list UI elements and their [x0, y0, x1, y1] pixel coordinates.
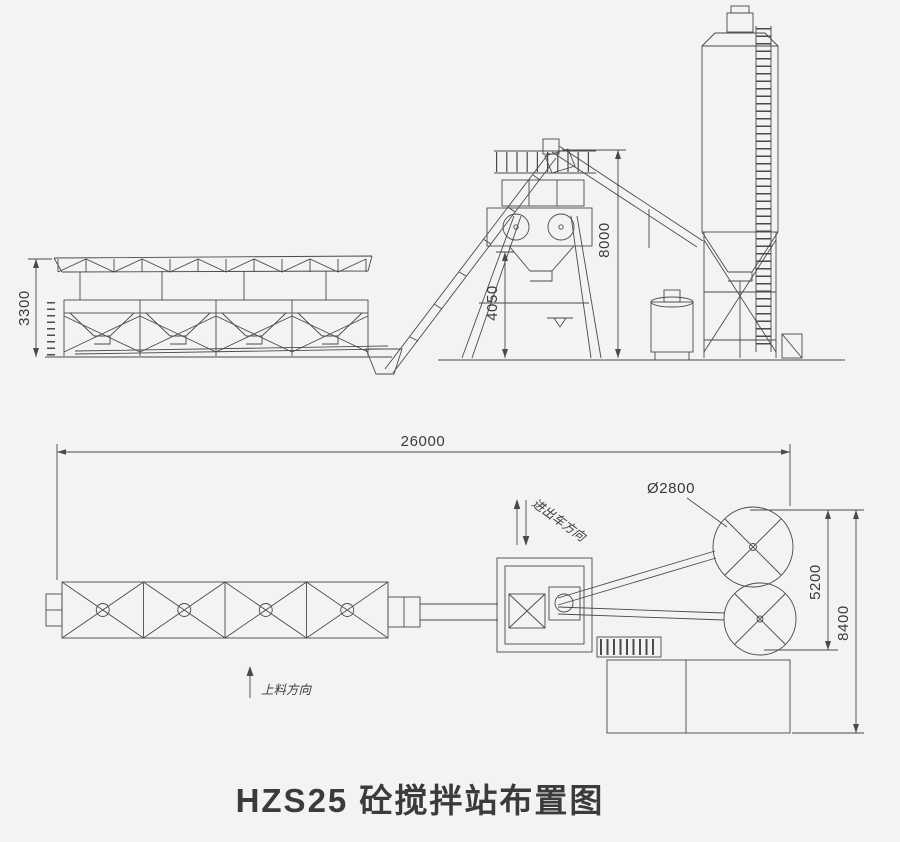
- dim-total-width: 8400: [792, 510, 864, 734]
- screw-conveyor: [542, 138, 704, 248]
- dim-4050-label: 4050: [484, 285, 501, 321]
- arrow-up-icon: [513, 499, 521, 509]
- drawing-title: HZS25 砼搅拌站布置图: [236, 782, 605, 819]
- dim-8400-label: 8400: [835, 605, 852, 641]
- elevation-view: 3300 4050: [16, 5, 845, 375]
- arrow-down-icon: [522, 536, 530, 546]
- dust-filter: [726, 12, 754, 33]
- aggregate-batcher: [47, 255, 403, 375]
- discharge-area-plan: [606, 659, 791, 734]
- screw-conveyors-plan: [557, 550, 725, 621]
- feed-direction: 上料方向: [246, 666, 313, 698]
- skip-hoist: [384, 148, 576, 374]
- silo-circle-2: [723, 582, 797, 656]
- dim-silo-diameter: Ø2800: [647, 480, 728, 528]
- dim-3300-label: 3300: [16, 290, 33, 326]
- vehicle-direction-label: 进出车方向: [529, 496, 589, 545]
- dim-5200-label: 5200: [807, 564, 824, 600]
- skip-bucket: [544, 148, 576, 174]
- dim-mixer-zone-width: 5200: [750, 509, 864, 651]
- dim-total-length: 26000: [56, 433, 791, 580]
- discharge-hopper: [365, 348, 403, 375]
- dim-26000-label: 26000: [401, 433, 446, 450]
- silos-plan: [712, 506, 797, 656]
- feed-direction-label: 上料方向: [261, 683, 313, 697]
- cement-silo: [701, 5, 803, 359]
- vehicle-direction: 进出车方向: [513, 496, 589, 546]
- water-tank: [650, 289, 694, 360]
- dim-2800-label: Ø2800: [647, 480, 695, 497]
- ground-line: [45, 356, 845, 361]
- dim-batcher-height: 3300: [16, 258, 52, 357]
- feed-belt-plan: [387, 596, 498, 628]
- dim-mixer-discharge-height: 4050: [484, 251, 514, 358]
- dim-8000-label: 8000: [596, 222, 613, 258]
- mixer-tower: [461, 150, 602, 359]
- mixer-plan: [496, 557, 593, 653]
- plan-view: 26000: [45, 433, 864, 734]
- level-marker: [547, 317, 573, 328]
- dim-silo-feed-height: 8000: [562, 149, 626, 358]
- silo-circle-1: [712, 506, 794, 588]
- arrow-up-icon: [246, 666, 254, 676]
- aggregate-bins-plan: [45, 581, 389, 639]
- stairs-plan: [596, 636, 662, 658]
